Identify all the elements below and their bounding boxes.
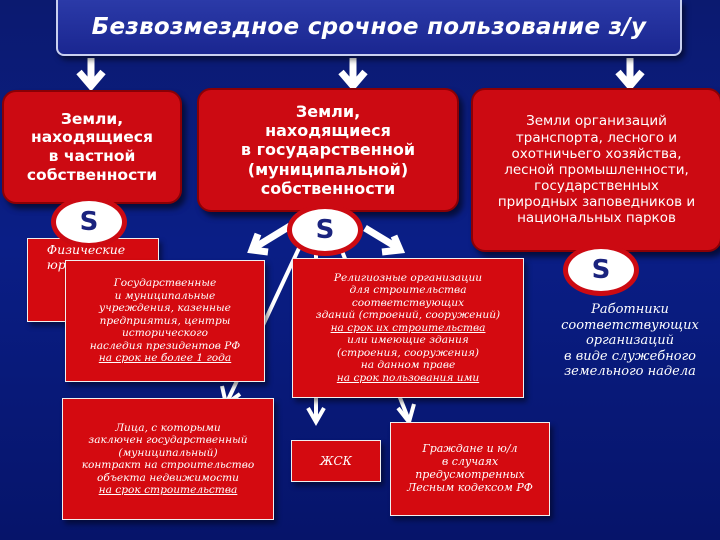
arrow-title-to-col3 bbox=[615, 58, 645, 92]
box-religious: Религиозные организации для строительств… bbox=[292, 258, 524, 398]
badge-s-col3: S bbox=[563, 244, 639, 296]
box-zhsk: ЖСК bbox=[291, 440, 381, 482]
box-religious-text: Религиозные организации для строительств… bbox=[315, 271, 501, 322]
box-religious-term2: на срок пользования ими bbox=[336, 371, 480, 384]
arrow-title-to-col1 bbox=[76, 58, 106, 92]
box-state-institutions-text: Государственные и муниципальные учрежден… bbox=[89, 277, 241, 352]
box-citizens: Граждане и ю/л в случаях предусмотренных… bbox=[390, 422, 550, 516]
box-state-institutions-term: на срок не более 1 года bbox=[98, 352, 232, 365]
box-religious-mid: или имеющие здания (строения, сооружения… bbox=[337, 334, 479, 372]
box-contract-persons: Лица, с которыми заключен государственны… bbox=[62, 398, 274, 520]
box-zhsk-text: ЖСК bbox=[320, 453, 352, 468]
arrow-title-to-col2 bbox=[338, 58, 368, 92]
heading-state-land: Земли, находящиеся в государственной (му… bbox=[197, 88, 459, 212]
box-contract-persons-text: Лица, с которыми заключен государственны… bbox=[81, 421, 255, 484]
arrow-to-religious bbox=[363, 225, 406, 256]
box-citizens-text: Граждане и ю/л в случаях предусмотренных… bbox=[407, 442, 533, 494]
text-workers: Работники соответствующих организаций в … bbox=[561, 302, 699, 380]
badge-s-col2: S bbox=[287, 204, 363, 256]
heading-organization-land: Земли организаций транспорта, лесного и … bbox=[471, 88, 720, 252]
box-state-institutions: Государственные и муниципальные учрежден… bbox=[65, 260, 265, 382]
page-title: Безвозмездное срочное пользование з/у bbox=[91, 14, 647, 40]
box-contract-persons-term: на срок строительства bbox=[98, 484, 238, 496]
box-religious-term1: на срок их строительства bbox=[330, 321, 486, 334]
arrow-to-state-institutions bbox=[247, 223, 292, 256]
title-banner: Безвозмездное срочное пользование з/у bbox=[56, 0, 682, 56]
heading-private-land: Земли, находящиеся в частной собственнос… bbox=[2, 90, 182, 204]
badge-s-col1: S bbox=[51, 196, 127, 248]
